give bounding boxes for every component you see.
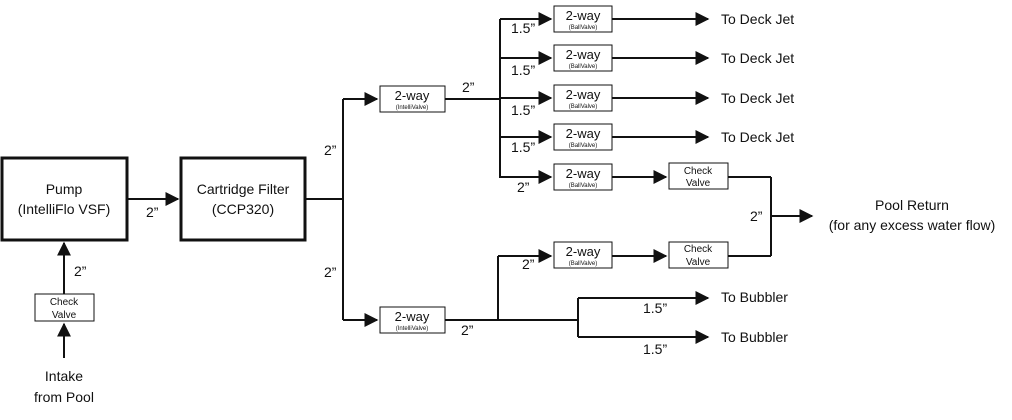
bubbler1-label: To Bubbler: [721, 289, 788, 305]
pipe-size-deck2: 1.5”: [511, 62, 535, 78]
svg-text:2-way: 2-way: [395, 88, 430, 103]
deck-jet1-label: To Deck Jet: [721, 11, 794, 27]
pipe-size-lower-main: 2”: [461, 322, 474, 338]
upper-check-valve: Check Valve: [668, 162, 729, 190]
pipe-size-deck4: 1.5”: [511, 139, 535, 155]
pipe-size-pump-filter: 2”: [146, 204, 159, 220]
svg-text:(BallValve): (BallValve): [569, 261, 598, 267]
lower-check-valve: Check Valve: [668, 241, 729, 269]
deck-jet2-label: To Deck Jet: [721, 50, 794, 66]
bubbler2-label: To Bubbler: [721, 329, 788, 345]
svg-text:2-way: 2-way: [566, 87, 601, 102]
deck-jet3-label: To Deck Jet: [721, 90, 794, 106]
intake-label: Intake: [45, 368, 83, 384]
ball-valve-deck1: 2-way (BallValve): [553, 5, 613, 33]
svg-text:(IntelliValve): (IntelliValve): [396, 105, 429, 111]
svg-text:(BallValve): (BallValve): [569, 143, 598, 149]
svg-text:2-way: 2-way: [566, 126, 601, 141]
pipe-size-deck3: 1.5”: [511, 102, 535, 118]
pipe-size-deck1: 1.5”: [511, 20, 535, 36]
pipe-size-filter-up: 2”: [324, 142, 337, 158]
deck-jet4-label: To Deck Jet: [721, 129, 794, 145]
svg-text:Valve: Valve: [52, 310, 77, 321]
svg-text:(BallValve): (BallValve): [569, 104, 598, 110]
svg-text:2-way: 2-way: [566, 244, 601, 259]
pipe-size-bubbler2: 1.5”: [643, 341, 667, 357]
filter-label: Cartridge Filter: [197, 181, 290, 197]
intake-source-label: from Pool: [34, 389, 94, 405]
svg-text:2-way: 2-way: [566, 8, 601, 23]
ball-valve-upper-return: 2-way (BallValve): [553, 163, 613, 191]
pipe-size-upper-main: 2”: [462, 79, 475, 95]
intake-check-valve: Check Valve: [34, 293, 95, 322]
pump-model-label: (IntelliFlo VSF): [18, 201, 111, 217]
ball-valve-deck2: 2-way (BallValve): [553, 44, 613, 72]
ball-valve-lower-return: 2-way (BallValve): [553, 241, 613, 269]
pipe-size-intake: 2”: [74, 263, 87, 279]
ball-valve-deck4: 2-way (BallValve): [553, 123, 613, 151]
ball-valve-deck3: 2-way (BallValve): [553, 84, 613, 112]
pump-box: Pump (IntelliFlo VSF): [0, 156, 129, 242]
cartridge-filter-box: Cartridge Filter (CCP320): [179, 156, 307, 242]
svg-text:2-way: 2-way: [566, 166, 601, 181]
svg-text:(IntelliValve): (IntelliValve): [396, 326, 429, 332]
svg-text:(BallValve): (BallValve): [569, 64, 598, 70]
svg-text:Check: Check: [50, 297, 79, 308]
pool-return-label: Pool Return: [875, 197, 949, 213]
pump-label: Pump: [46, 181, 83, 197]
svg-text:Valve: Valve: [686, 257, 711, 268]
pipe-size-lower-return: 2”: [522, 256, 535, 272]
svg-text:(BallValve): (BallValve): [569, 25, 598, 31]
pool-return-note: (for any excess water flow): [829, 217, 996, 233]
lower-intellivalve: 2-way (IntelliValve): [379, 306, 446, 334]
svg-text:(BallValve): (BallValve): [569, 183, 598, 189]
svg-text:2-way: 2-way: [566, 47, 601, 62]
svg-text:Check: Check: [684, 166, 713, 177]
upper-intellivalve: 2-way (IntelliValve): [379, 85, 446, 113]
svg-text:Check: Check: [684, 244, 713, 255]
svg-text:Valve: Valve: [686, 178, 711, 189]
pipe-size-upper-return: 2”: [517, 179, 530, 195]
pipe-size-bubbler1: 1.5”: [643, 300, 667, 316]
filter-model-label: (CCP320): [212, 201, 274, 217]
svg-text:2-way: 2-way: [395, 309, 430, 324]
pipe-size-return-merge: 2”: [750, 208, 763, 224]
pipe-size-filter-down: 2”: [324, 264, 337, 280]
